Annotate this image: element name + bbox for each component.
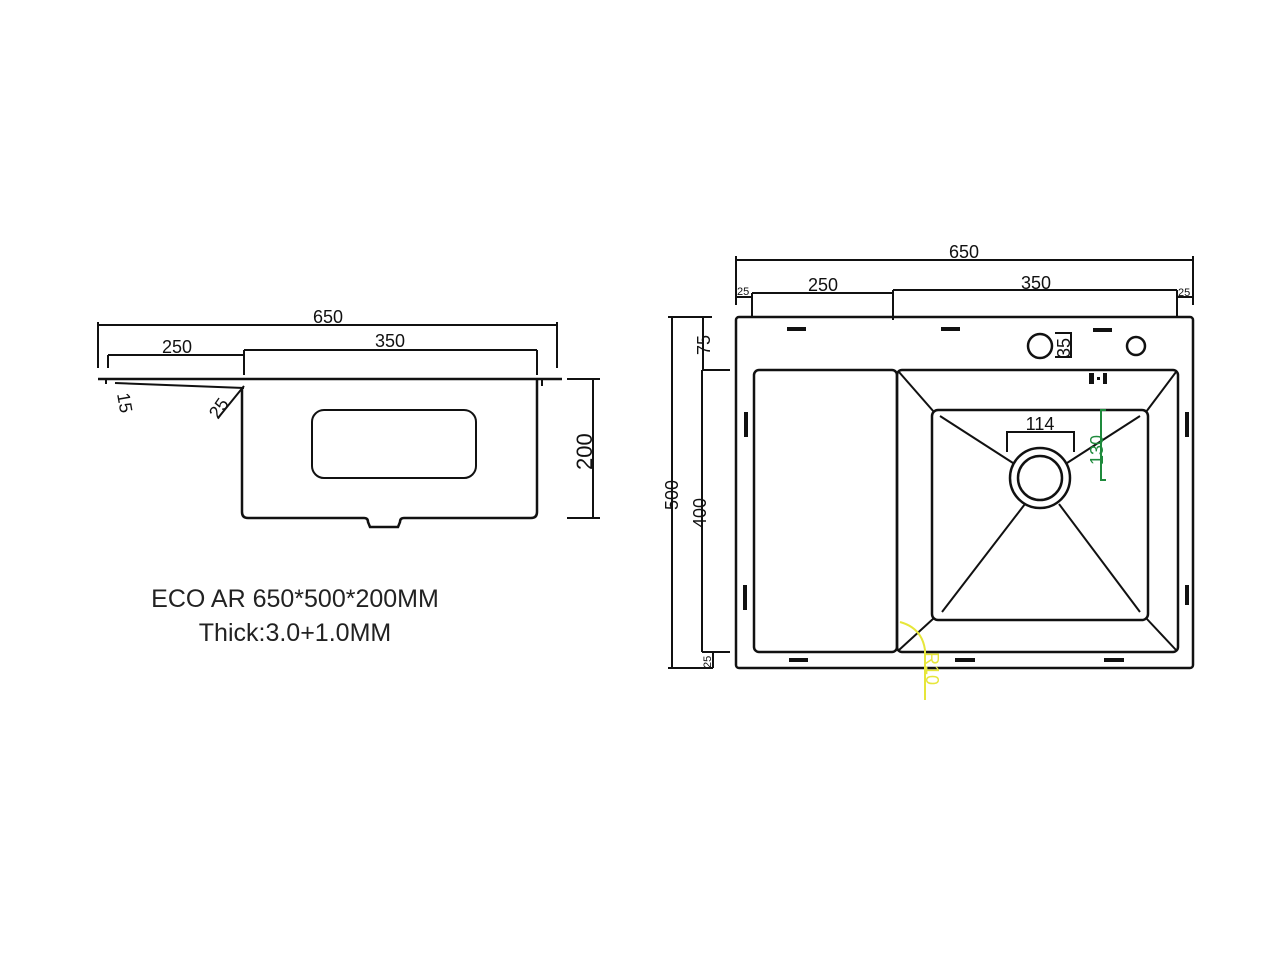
dim-label: 15 — [113, 391, 136, 414]
overflow-mark — [1089, 373, 1107, 384]
dim-drain-offset: 130 — [1087, 409, 1107, 481]
dim-drainboard: 25 250 — [736, 275, 893, 317]
bowl-outer — [895, 368, 1180, 654]
dim-label: 250 — [808, 275, 838, 295]
dim-label: 25 — [737, 286, 749, 298]
drain-outer — [1008, 446, 1072, 510]
dim-label: 130 — [1087, 435, 1107, 465]
bowl-inner — [930, 408, 1150, 622]
dim-overall-width: 650 — [97, 307, 558, 368]
accessory-hole — [1125, 335, 1147, 357]
dim-label: 25 — [205, 394, 233, 422]
dim-corner-radius: R10 — [899, 621, 942, 700]
dim-label: 400 — [690, 498, 710, 528]
sink-outline — [734, 315, 1195, 670]
dim-left-side: 500 75 400 25 — [662, 316, 730, 669]
dim-label: 35 — [1054, 338, 1074, 358]
dim-label: 114 — [1026, 414, 1055, 434]
side-view: 650 250 350 15 25 200 — [97, 307, 600, 529]
bowl-slope-lines — [898, 371, 1177, 651]
model-caption: ECO AR 650*500*200MM — [151, 585, 439, 613]
dim-label: 350 — [375, 331, 405, 351]
dim-bowl: 25 350 — [892, 273, 1193, 320]
dim-overall-width: 650 — [735, 242, 1194, 305]
bowl-window — [311, 409, 477, 479]
dim-label: R10 — [922, 652, 942, 685]
dim-label: 350 — [1021, 273, 1051, 293]
drainboard — [752, 368, 899, 654]
bowl-profile — [240, 379, 539, 529]
dim-drainboard: 250 — [107, 337, 245, 375]
dim-bowl: 350 — [244, 331, 538, 375]
dim-label: 500 — [662, 480, 682, 510]
top-view: 650 25 250 25 350 500 75 400 — [662, 242, 1195, 700]
mounting-slots — [743, 327, 1189, 662]
dim-label: 200 — [572, 433, 597, 470]
dim-label: 250 — [162, 337, 192, 357]
tap-hole — [1026, 332, 1054, 360]
drainboard-slope — [114, 382, 245, 389]
dim-label: 25 — [702, 656, 714, 668]
dim-drain: 114 — [1006, 414, 1075, 452]
dim-depth: 200 — [567, 378, 600, 519]
dim-label: 650 — [949, 242, 979, 262]
thickness-caption: Thick:3.0+1.0MM — [199, 619, 391, 647]
dim-label: 650 — [313, 307, 343, 327]
drain-inner — [1016, 454, 1064, 502]
dim-tap-hole: 35 — [1054, 332, 1074, 358]
dim-label: 25 — [1178, 287, 1190, 299]
dim-label: 75 — [694, 335, 714, 355]
